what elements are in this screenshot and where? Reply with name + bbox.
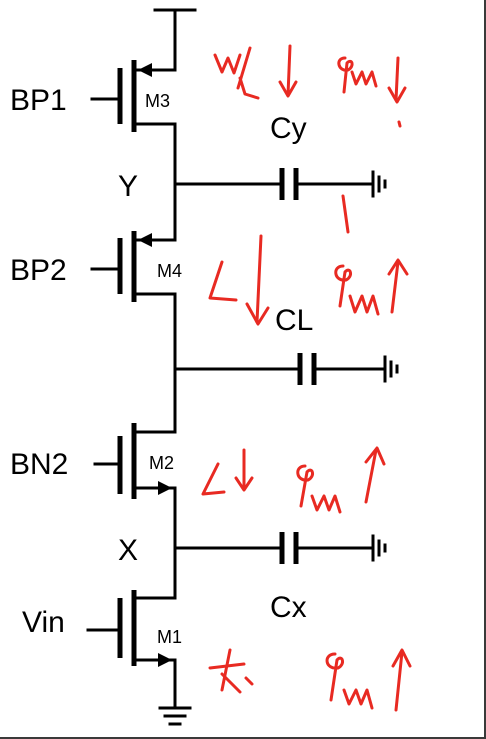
transistor-m1 bbox=[86, 590, 177, 710]
gate-label-bp2: BP2 bbox=[10, 254, 67, 287]
transistor-m3 bbox=[90, 60, 177, 234]
ink-m1-large bbox=[208, 648, 254, 694]
ink-m2-l-down bbox=[201, 448, 254, 496]
ink-m3-gm-down bbox=[337, 56, 407, 234]
gate-label-bn2: BN2 bbox=[10, 448, 68, 481]
ink-m4-gm-up bbox=[334, 258, 409, 316]
ground-icon-cy bbox=[371, 170, 387, 198]
vdd-rail bbox=[153, 8, 197, 72]
gate-label-bp1: BP1 bbox=[10, 84, 67, 117]
ink-m4-l-down bbox=[208, 234, 270, 326]
capacitor-cx bbox=[279, 532, 373, 564]
transistor-label-m4: M4 bbox=[157, 261, 182, 281]
capacitor-label-cl: CL bbox=[275, 304, 313, 337]
handwritten-annotations bbox=[201, 44, 412, 712]
transistor-m2 bbox=[93, 423, 177, 600]
m1-source-arrow bbox=[158, 653, 172, 667]
transistor-label-m3: M3 bbox=[145, 91, 170, 111]
capacitor-cl bbox=[297, 353, 385, 385]
m3-source-arrow bbox=[138, 63, 152, 77]
ink-m2-gm-up bbox=[296, 446, 386, 514]
ground-icon-cl bbox=[383, 355, 399, 383]
gate-label-vin: Vin bbox=[22, 606, 65, 639]
transistor-m4 bbox=[90, 230, 177, 434]
capacitor-label-cy: Cy bbox=[270, 112, 307, 145]
ground-icon-cx bbox=[371, 534, 387, 562]
m4-source-arrow bbox=[138, 233, 152, 247]
ink-m1-gm-up bbox=[325, 648, 412, 712]
node-label-x: X bbox=[118, 534, 138, 567]
capacitor-cy bbox=[279, 168, 373, 200]
node-label-y: Y bbox=[118, 170, 138, 203]
m2-source-arrow bbox=[158, 481, 172, 495]
ink-m3-wl-down bbox=[213, 44, 298, 100]
ground-icon-bottom bbox=[158, 706, 192, 726]
transistor-label-m2: M2 bbox=[149, 453, 174, 473]
capacitor-label-cx: Cx bbox=[270, 591, 307, 624]
transistor-label-m1: M1 bbox=[157, 627, 182, 647]
